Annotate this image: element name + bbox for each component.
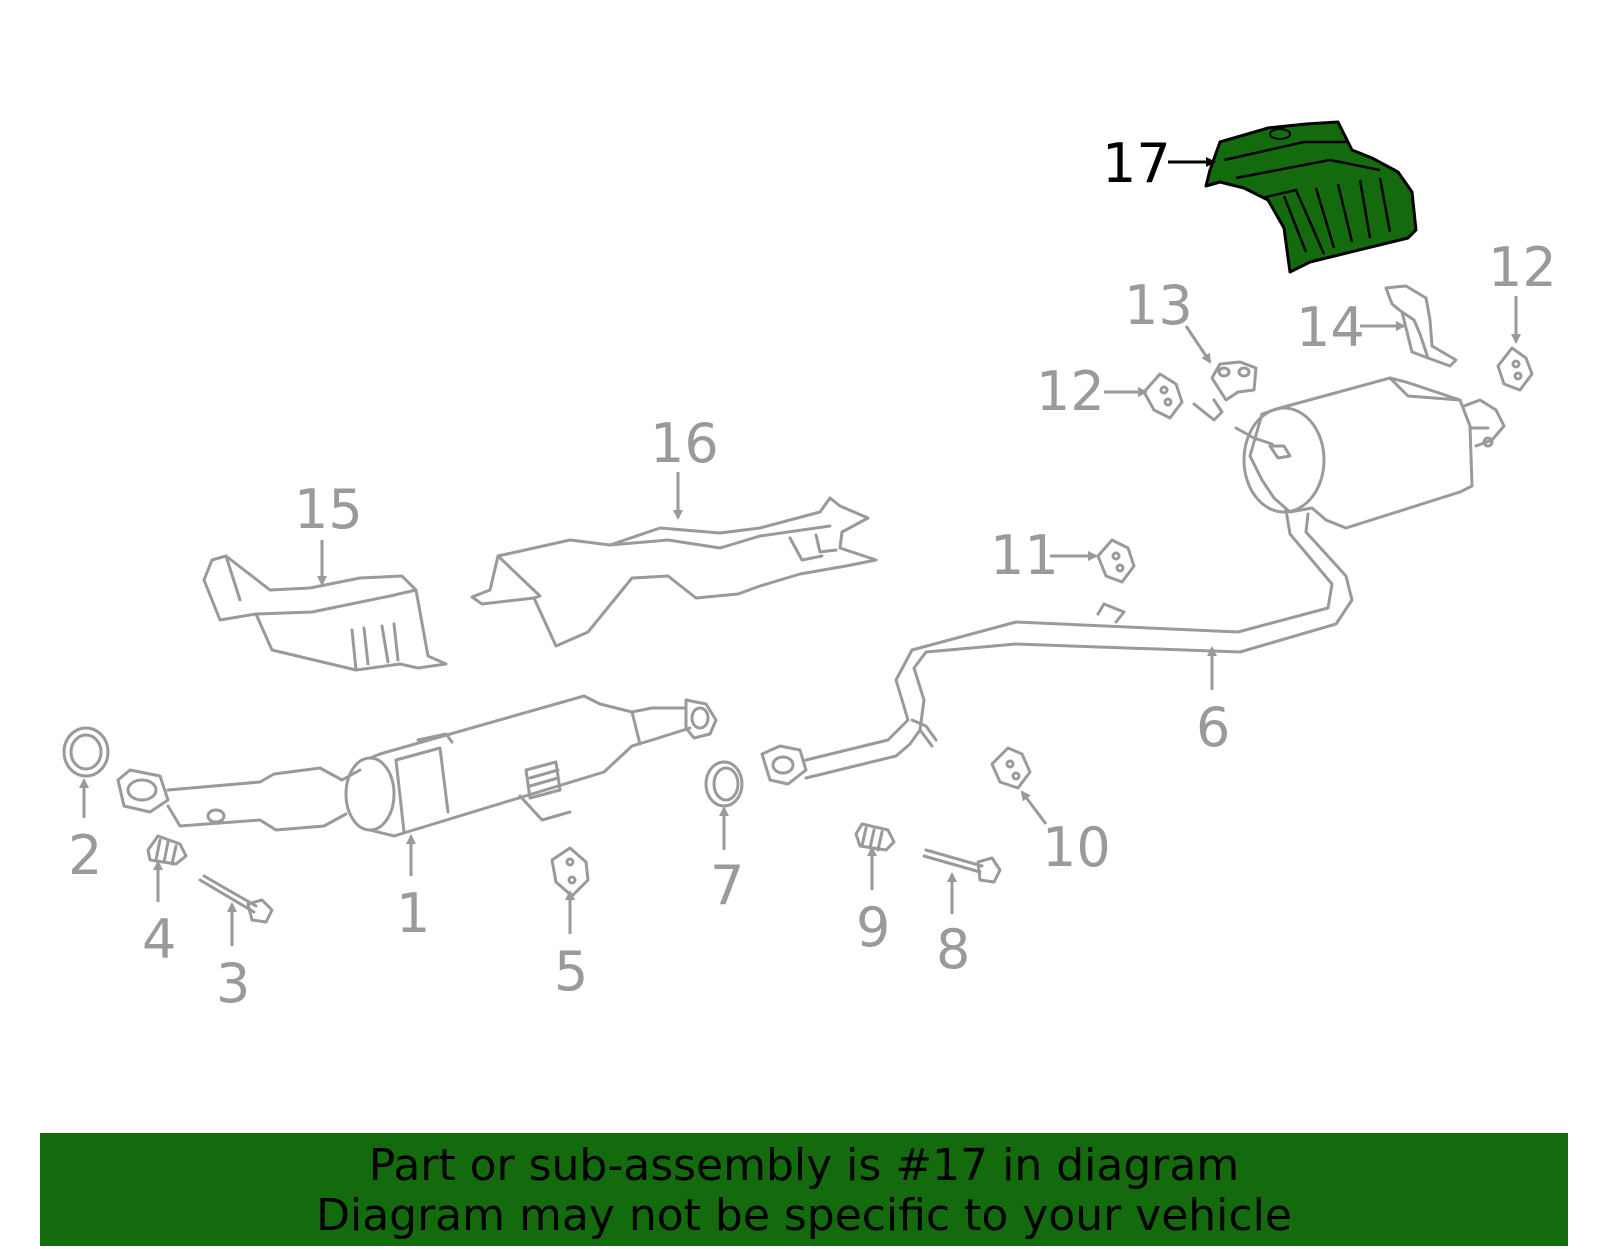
callout-2: 2 bbox=[68, 824, 102, 887]
callout-6: 6 bbox=[1196, 696, 1230, 759]
part-17-heat-insulator[interactable] bbox=[1204, 120, 1418, 274]
part-6-center-pipe[interactable] bbox=[760, 508, 1354, 786]
part-16-heat-insulator[interactable] bbox=[470, 496, 878, 648]
callout-10: 10 bbox=[1042, 816, 1111, 879]
part-4-spring[interactable] bbox=[146, 834, 188, 866]
part-1-front-pipe-converter[interactable] bbox=[116, 694, 718, 838]
banner-line-part: Part or sub-assembly is #17 in diagram bbox=[368, 1140, 1240, 1191]
callout-17: 17 bbox=[1102, 132, 1171, 195]
callout-16: 16 bbox=[650, 412, 719, 475]
callout-8: 8 bbox=[936, 918, 970, 981]
part-12-hanger-right[interactable] bbox=[1496, 346, 1534, 392]
part-9-spring[interactable] bbox=[854, 822, 896, 852]
callout-1: 1 bbox=[396, 882, 430, 945]
callout-5: 5 bbox=[554, 940, 588, 1003]
callout-4: 4 bbox=[142, 908, 176, 971]
callout-3: 3 bbox=[216, 952, 250, 1015]
callout-7: 7 bbox=[710, 854, 744, 917]
callout-12-left: 12 bbox=[1036, 360, 1105, 423]
part-2-gasket[interactable] bbox=[62, 726, 110, 778]
callout-14: 14 bbox=[1296, 296, 1365, 359]
banner-line-disclaimer: Diagram may not be specific to your vehi… bbox=[316, 1190, 1292, 1241]
part-12-hanger-left[interactable] bbox=[1142, 372, 1184, 420]
part-3-bolt[interactable] bbox=[198, 874, 274, 924]
part-7-gasket[interactable] bbox=[704, 760, 744, 808]
callout-13: 13 bbox=[1124, 274, 1193, 337]
callout-15: 15 bbox=[294, 478, 363, 541]
callout-12-right: 12 bbox=[1488, 236, 1557, 299]
part-13-bracket[interactable] bbox=[1192, 360, 1258, 422]
exhaust-parts-diagram: 1 2 3 4 5 6 7 8 9 10 11 12 12 13 14 15 1… bbox=[62, 120, 1557, 1015]
part-5-hanger[interactable] bbox=[550, 846, 590, 898]
callout-labels: 1 2 3 4 5 6 7 8 9 10 11 12 12 13 14 15 1… bbox=[68, 132, 1557, 1015]
callout-11: 11 bbox=[990, 524, 1059, 587]
part-6-muffler[interactable] bbox=[1234, 376, 1506, 530]
part-8-bolt[interactable] bbox=[922, 848, 1002, 884]
part-10-hanger[interactable] bbox=[990, 746, 1032, 790]
callout-9: 9 bbox=[856, 896, 890, 959]
part-15-heat-insulator[interactable] bbox=[202, 554, 448, 672]
callout-arrows bbox=[79, 157, 1521, 946]
part-11-hanger[interactable] bbox=[1096, 538, 1136, 584]
info-banner: Part or sub-assembly is #17 in diagram D… bbox=[40, 1133, 1568, 1246]
